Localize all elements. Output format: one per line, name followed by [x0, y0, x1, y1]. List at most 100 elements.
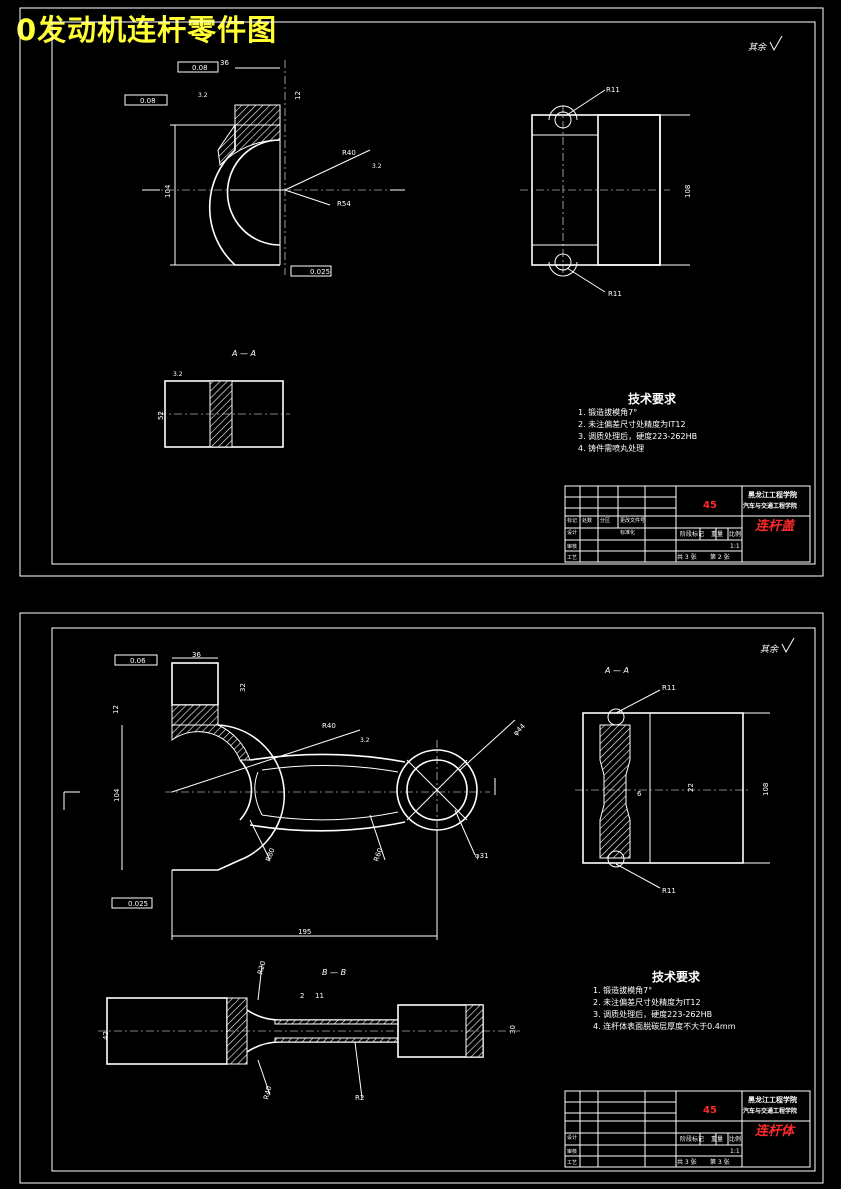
svg-text:其余: 其余 — [760, 644, 779, 655]
cap-front-view: 36 12 R40 R54 104 0.08 0.08 0.025 3.2 3.… — [124, 59, 405, 277]
svg-text:连杆盖: 连杆盖 — [755, 518, 796, 534]
svg-text:审核: 审核 — [567, 543, 577, 550]
svg-text:2. 未注偏差尺寸处精度为IT12: 2. 未注偏差尺寸处精度为IT12 — [578, 419, 686, 429]
svg-text:R11: R11 — [662, 684, 676, 692]
svg-text:36: 36 — [220, 59, 229, 67]
svg-text:3. 调质处理后，硬度223-262HB: 3. 调质处理后，硬度223-262HB — [593, 1009, 712, 1019]
rod-big-end-web — [171, 724, 251, 761]
svg-text:第 3 张: 第 3 张 — [710, 1158, 730, 1166]
svg-text:比例: 比例 — [729, 1135, 741, 1143]
svg-text:1. 锻造拔模角7°: 1. 锻造拔模角7° — [593, 985, 652, 995]
sheet-1-outer-border — [19, 7, 824, 577]
svg-text:技术要求: 技术要求 — [628, 391, 677, 406]
svg-text:4. 连杆体表面脱碳层厚度不大于0.4mm: 4. 连杆体表面脱碳层厚度不大于0.4mm — [593, 1021, 736, 1031]
svg-text:1:1: 1:1 — [730, 543, 740, 550]
svg-text:45: 45 — [703, 1105, 717, 1116]
svg-text:标记: 标记 — [567, 517, 577, 524]
svg-text:R40: R40 — [322, 722, 336, 730]
svg-text:更改文件号: 更改文件号 — [620, 517, 645, 524]
svg-text:195: 195 — [298, 928, 311, 936]
svg-text:1:1: 1:1 — [730, 1148, 740, 1155]
svg-text:3.2: 3.2 — [173, 371, 183, 378]
svg-text:3.2: 3.2 — [198, 92, 208, 99]
svg-text:工艺: 工艺 — [567, 1160, 577, 1166]
svg-text:阶段标记: 阶段标记 — [680, 1135, 704, 1143]
sheet-2-tech-requirements: 技术要求 1. 锻造拔模角7° 2. 未注偏差尺寸处精度为IT12 3. 调质处… — [593, 969, 736, 1031]
svg-text:6: 6 — [637, 790, 642, 798]
svg-text:52: 52 — [157, 411, 165, 420]
sheet-2-inner-border — [51, 627, 816, 1172]
svg-text:连杆体: 连杆体 — [755, 1123, 796, 1139]
cap-section-aa: A — A 52 3.2 — [157, 349, 290, 448]
rod-aa-hatched-web — [599, 724, 631, 859]
svg-text:设计: 设计 — [567, 1134, 577, 1141]
svg-text:30: 30 — [509, 1025, 517, 1034]
svg-text:B — B: B — B — [322, 968, 346, 977]
svg-text:42: 42 — [102, 1031, 110, 1040]
svg-text:0.025: 0.025 — [128, 900, 148, 908]
cap-side-view: R11 R11 108 — [520, 86, 692, 298]
svg-text:3. 调质处理后，硬度223-262HB: 3. 调质处理后，硬度223-262HB — [578, 431, 697, 441]
svg-text:φ31: φ31 — [475, 852, 489, 860]
svg-text:R80: R80 — [264, 847, 276, 863]
svg-text:汽车与交通工程学院: 汽车与交通工程学院 — [743, 1107, 797, 1115]
svg-text:36: 36 — [192, 651, 201, 659]
svg-text:R40: R40 — [262, 1085, 273, 1100]
svg-text:0.06: 0.06 — [130, 657, 146, 665]
svg-text:104: 104 — [164, 184, 172, 198]
svg-text:1. 锻造拔模角7°: 1. 锻造拔模角7° — [578, 407, 637, 417]
sheet-1-inner-border — [51, 21, 816, 565]
rod-shank-upper — [249, 753, 406, 763]
svg-text:12: 12 — [112, 705, 120, 714]
svg-text:12: 12 — [294, 91, 302, 100]
svg-text:108: 108 — [684, 185, 692, 198]
svg-text:4. 铸件需喷丸处理: 4. 铸件需喷丸处理 — [578, 443, 644, 453]
svg-text:0.025: 0.025 — [310, 268, 330, 276]
svg-text:技术要求: 技术要求 — [652, 969, 701, 984]
svg-text:其余: 其余 — [748, 42, 767, 53]
svg-text:104: 104 — [113, 788, 121, 802]
svg-text:处数: 处数 — [582, 517, 592, 524]
svg-text:比例: 比例 — [729, 530, 741, 538]
svg-text:A — A: A — A — [604, 666, 629, 675]
svg-text:3.2: 3.2 — [372, 163, 382, 170]
sheet-1-roughness-note: 其余 — [748, 35, 783, 53]
svg-text:2. 未注偏差尺寸处精度为IT12: 2. 未注偏差尺寸处精度为IT12 — [593, 997, 701, 1007]
svg-text:R11: R11 — [606, 86, 620, 94]
cap-outer-arc — [208, 125, 280, 266]
svg-text:0.08: 0.08 — [140, 97, 156, 105]
rod-section-bb: B — B 42 2 11 30 R2 R20 R40 — [98, 960, 520, 1102]
svg-text:第 2 张: 第 2 张 — [710, 553, 730, 561]
svg-text:共 3 张: 共 3 张 — [677, 553, 697, 561]
svg-text:0.08: 0.08 — [192, 64, 208, 72]
svg-text:标准化: 标准化 — [620, 529, 635, 536]
cap-bolt-boss-top — [234, 104, 281, 126]
svg-text:共 3 张: 共 3 张 — [677, 1158, 697, 1166]
svg-text:A — A: A — A — [231, 349, 256, 358]
svg-text:3.2: 3.2 — [360, 737, 370, 744]
svg-text:审核: 审核 — [567, 1148, 577, 1155]
svg-text:汽车与交通工程学院: 汽车与交通工程学院 — [743, 502, 797, 510]
svg-text:R2: R2 — [355, 1094, 364, 1102]
svg-text:R11: R11 — [662, 887, 676, 895]
svg-text:R11: R11 — [608, 290, 622, 298]
rod-big-end-boss — [171, 704, 219, 726]
svg-text:重量: 重量 — [711, 530, 723, 538]
svg-text:R40: R40 — [342, 149, 356, 157]
sheet-2-outer-border — [19, 612, 824, 1184]
svg-text:黑龙江工程学院: 黑龙江工程学院 — [748, 1095, 797, 1104]
svg-text:R20: R20 — [256, 960, 267, 975]
svg-text:22: 22 — [687, 783, 695, 792]
svg-text:108: 108 — [762, 783, 770, 796]
svg-text:阶段标记: 阶段标记 — [680, 530, 704, 538]
page-title: 0发动机连杆零件图 — [16, 13, 278, 47]
svg-text:11: 11 — [315, 992, 324, 1000]
svg-text:重量: 重量 — [711, 1135, 723, 1143]
svg-text:32: 32 — [239, 683, 247, 692]
sheet-1-tech-requirements: 技术要求 1. 锻造拔模角7° 2. 未注偏差尺寸处精度为IT12 3. 调质处… — [578, 391, 697, 453]
svg-text:设计: 设计 — [567, 529, 577, 536]
svg-text:黑龙江工程学院: 黑龙江工程学院 — [748, 490, 797, 499]
svg-text:45: 45 — [703, 500, 717, 511]
sheet-2-roughness-note: 其余 — [760, 637, 795, 655]
